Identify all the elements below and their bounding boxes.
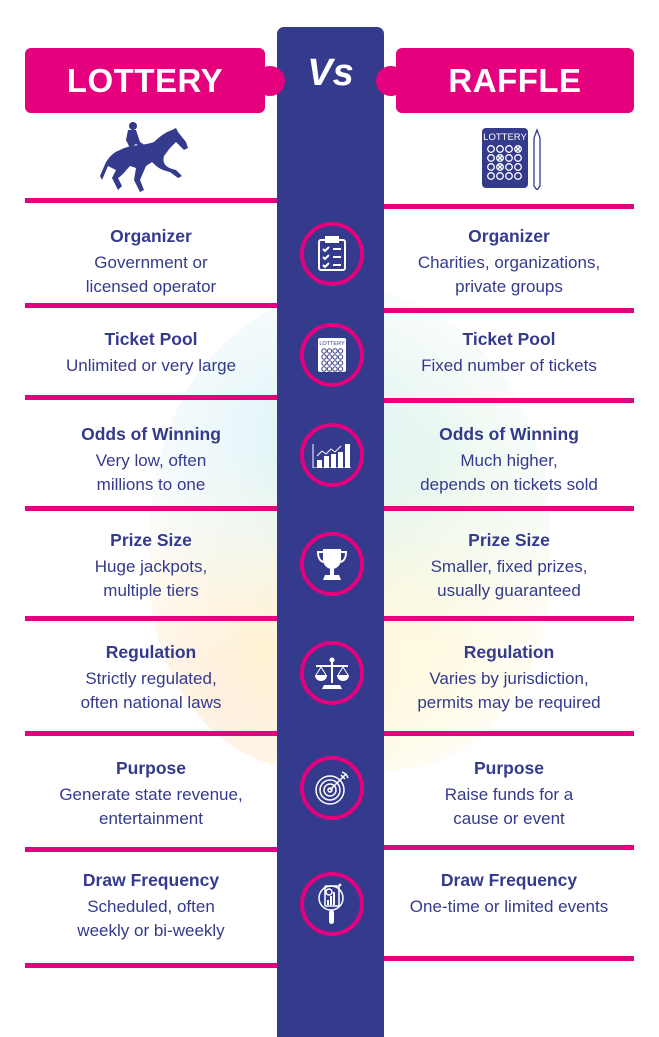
magnifier-report-icon [300, 872, 364, 936]
horse-racing-icon [100, 120, 192, 201]
divider-line [25, 198, 277, 203]
row-title: Ticket Pool [104, 329, 198, 349]
row-description: Much higher, depends on tickets sold [420, 451, 598, 494]
lottery-draw-frequency-cell: Draw Frequency Scheduled, often weekly o… [25, 868, 277, 943]
divider-line [25, 506, 277, 511]
divider-line [25, 963, 277, 968]
row-title: Odds of Winning [439, 424, 579, 444]
raffle-purpose-cell: Purpose Raise funds for a cause or event [384, 756, 634, 831]
row-title: Organizer [468, 226, 550, 246]
row-description: One-time or limited events [409, 897, 609, 916]
target-arrow-icon [300, 756, 364, 820]
row-title: Regulation [105, 642, 197, 662]
raffle-title: RAFFLE [448, 61, 582, 99]
divider-line [25, 731, 277, 736]
row-description: Unlimited or very large [65, 356, 237, 375]
lottery-title: LOTTERY [66, 61, 224, 99]
row-description: Scheduled, often weekly or bi-weekly [77, 897, 225, 940]
divider-line [25, 616, 277, 621]
raffle-ticket-pool-cell: Ticket Pool Fixed number of tickets [384, 327, 634, 378]
divider-line [25, 395, 277, 400]
divider-line [25, 847, 277, 852]
raffle-organizer-cell: Organizer Charities, organizations, priv… [384, 224, 634, 299]
lottery-banner-tab [255, 66, 285, 96]
lottery-odds-cell: Odds of Winning Very low, often millions… [25, 422, 277, 497]
row-description: Charities, organizations, private groups [417, 253, 601, 296]
clipboard-checklist-icon [300, 222, 364, 286]
row-title: Prize Size [468, 530, 550, 550]
row-description: Fixed number of tickets [421, 356, 597, 375]
raffle-draw-frequency-cell: Draw Frequency One-time or limited event… [384, 868, 634, 919]
raffle-banner: RAFFLE [396, 48, 634, 113]
divider-line [384, 398, 634, 403]
lottery-organizer-cell: Organizer Government or licensed operato… [25, 224, 277, 299]
divider-line [384, 506, 634, 511]
raffle-odds-cell: Odds of Winning Much higher, depends on … [384, 422, 634, 497]
bar-chart-growth-icon [300, 423, 364, 487]
row-title: Draw Frequency [82, 870, 220, 890]
divider-line [384, 731, 634, 736]
row-description: Raise funds for a cause or event [444, 785, 574, 828]
lottery-ticket-icon: LOTTERY [300, 323, 364, 387]
row-title: Odds of Winning [81, 424, 221, 444]
row-title: Ticket Pool [462, 329, 556, 349]
trophy-icon [300, 532, 364, 596]
row-description: Very low, often millions to one [95, 451, 207, 494]
lottery-ticket-pencil-icon: LOTTERY [482, 128, 548, 195]
divider-line [384, 308, 634, 313]
row-title: Organizer [110, 226, 192, 246]
row-title: Draw Frequency [440, 870, 578, 890]
row-description: Varies by jurisdiction, permits may be r… [417, 669, 601, 712]
divider-line [25, 303, 277, 308]
row-description: Smaller, fixed prizes, usually guarantee… [430, 557, 588, 600]
row-title: Regulation [463, 642, 555, 662]
divider-line [384, 204, 634, 209]
lottery-banner: LOTTERY [25, 48, 265, 113]
lottery-purpose-cell: Purpose Generate state revenue, entertai… [25, 756, 277, 831]
raffle-regulation-cell: Regulation Varies by jurisdiction, permi… [384, 640, 634, 715]
row-description: Government or licensed operator [85, 253, 217, 296]
svg-text:LOTTERY: LOTTERY [483, 132, 527, 143]
row-title: Prize Size [110, 530, 192, 550]
row-title: Purpose [115, 758, 187, 778]
lottery-regulation-cell: Regulation Strictly regulated, often nat… [25, 640, 277, 715]
lottery-ticket-pool-cell: Ticket Pool Unlimited or very large [25, 327, 277, 378]
row-description: Generate state revenue, entertainment [59, 785, 243, 828]
scales-of-justice-icon [300, 641, 364, 705]
vs-label: Vs [307, 52, 354, 94]
row-title: Purpose [473, 758, 545, 778]
lottery-prize-size-cell: Prize Size Huge jackpots, multiple tiers [25, 528, 277, 603]
divider-line [384, 616, 634, 621]
raffle-prize-size-cell: Prize Size Smaller, fixed prizes, usuall… [384, 528, 634, 603]
raffle-banner-tab [376, 66, 406, 96]
divider-line [384, 956, 634, 961]
svg-text:LOTTERY: LOTTERY [319, 341, 345, 347]
row-description: Huge jackpots, multiple tiers [94, 557, 208, 600]
divider-line [384, 845, 634, 850]
row-description: Strictly regulated, often national laws [80, 669, 222, 712]
